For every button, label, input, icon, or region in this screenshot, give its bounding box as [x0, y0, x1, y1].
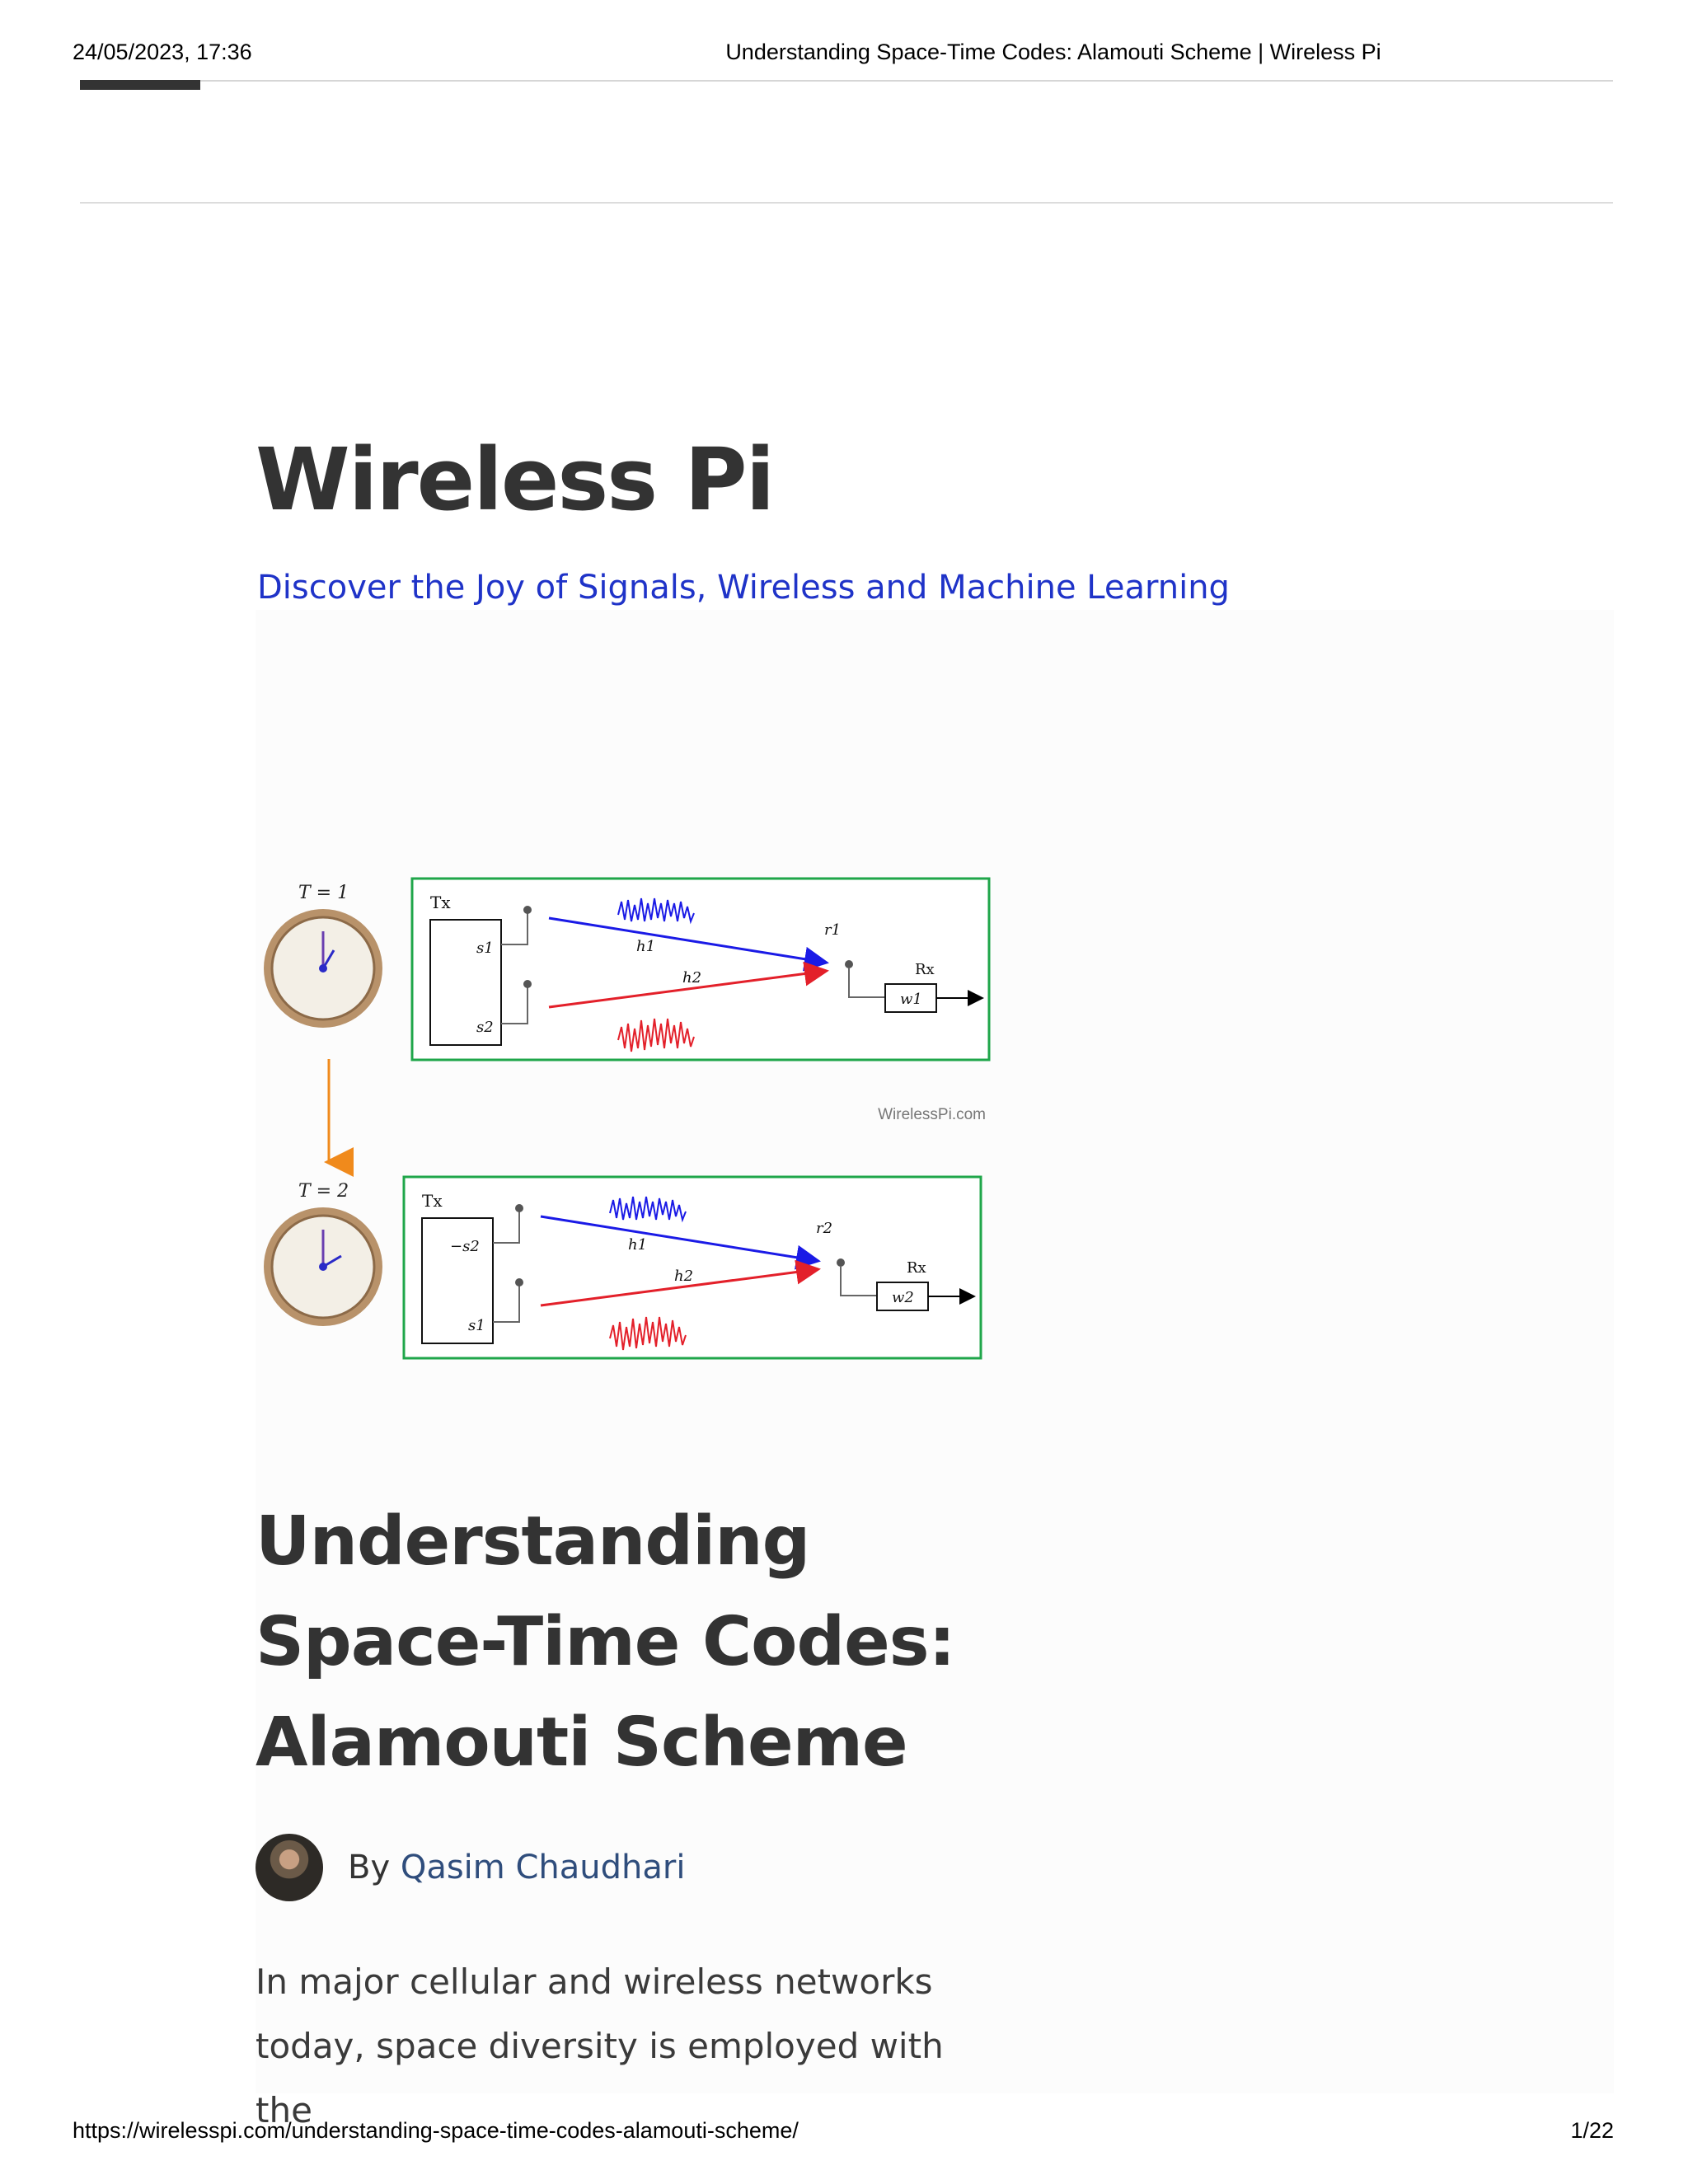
byline: By Qasim Chaudhari — [256, 1834, 685, 1901]
channel-label: h1 — [636, 938, 655, 955]
alamouti-diagram: T = 1 Tx s1 s2 h1 h2 r1 — [264, 877, 991, 1360]
symbol-label: s1 — [468, 1317, 485, 1334]
tx-label: Tx — [430, 893, 451, 912]
symbol-label: −s2 — [450, 1238, 480, 1255]
tx-label: Tx — [422, 1191, 443, 1211]
signal-wave — [609, 1196, 687, 1223]
featured-image: T = 1 Tx s1 s2 h1 h2 r1 — [256, 865, 997, 1376]
received-label: r2 — [816, 1220, 832, 1237]
antenna-icon — [837, 1258, 845, 1267]
intro-line: today, space diversity is employed with … — [256, 2026, 944, 2130]
rx-label: Rx — [915, 961, 935, 978]
print-datetime: 24/05/2023, 17:36 — [73, 40, 252, 64]
antenna-icon — [515, 1204, 523, 1212]
clock-icon — [264, 1207, 382, 1326]
channel-label: h2 — [682, 969, 701, 987]
watermark: WirelessPi.com — [878, 1106, 986, 1123]
panel-time-1: T = 1 Tx s1 s2 h1 h2 r1 — [264, 877, 991, 1062]
panel-border — [402, 1175, 982, 1360]
antenna-icon — [515, 1278, 523, 1286]
author-avatar[interactable] — [256, 1834, 323, 1901]
print-header: 24/05/2023, 17:36 Understanding Space-Ti… — [73, 40, 1614, 69]
channel-label: h1 — [628, 1236, 647, 1254]
site-tagline: Discover the Joy of Signals, Wireless an… — [257, 569, 1230, 607]
signal-wave — [617, 1018, 695, 1052]
symbol-label: s1 — [476, 940, 494, 957]
rx-label: Rx — [907, 1259, 926, 1277]
header-accent-bar — [80, 80, 200, 90]
tx-block — [429, 919, 502, 1046]
noise-label: w2 — [892, 1289, 914, 1306]
intro-line: In major cellular and wireless networks — [256, 1961, 933, 2002]
channel-label: h2 — [674, 1268, 693, 1285]
print-footer: https://wirelesspi.com/understanding-spa… — [73, 2118, 1614, 2148]
antenna-icon — [523, 906, 532, 914]
panel-border — [410, 877, 991, 1062]
noise-label: w1 — [900, 991, 922, 1008]
header-divider — [80, 80, 1613, 82]
byline-prefix: By — [348, 1849, 391, 1886]
nav-divider — [80, 202, 1613, 204]
antenna-icon — [523, 980, 532, 988]
print-document-title: Understanding Space-Time Codes: Alamouti… — [725, 40, 1381, 64]
page-url: https://wirelesspi.com/understanding-spa… — [73, 2118, 799, 2143]
channel-arrow — [548, 961, 829, 1009]
time-label-2: T = 2 — [298, 1181, 349, 1202]
clock-icon — [264, 909, 382, 1028]
signal-wave — [617, 898, 695, 925]
antenna-icon — [845, 960, 853, 968]
author-link[interactable]: Qasim Chaudhari — [400, 1849, 686, 1886]
page-number: 1/22 — [1570, 2118, 1614, 2143]
article-intro: In major cellular and wireless networks … — [256, 1950, 997, 2143]
rx-block — [884, 983, 937, 1013]
panel-time-2: T = 2 Tx −s2 s1 h1 h2 r2 — [264, 1175, 982, 1360]
site-title[interactable]: Wireless Pi — [256, 429, 775, 530]
symbol-label: s2 — [476, 1019, 494, 1036]
rx-block — [876, 1282, 929, 1311]
signal-wave — [609, 1316, 687, 1351]
tx-block — [421, 1217, 494, 1344]
channel-arrow — [548, 916, 829, 972]
channel-arrow — [540, 1259, 821, 1307]
received-label: r1 — [824, 921, 841, 939]
article-title: Understanding Space-Time Codes: Alamouti… — [256, 1502, 955, 1782]
channel-arrow — [540, 1215, 821, 1270]
time-label-1: T = 1 — [298, 883, 349, 903]
